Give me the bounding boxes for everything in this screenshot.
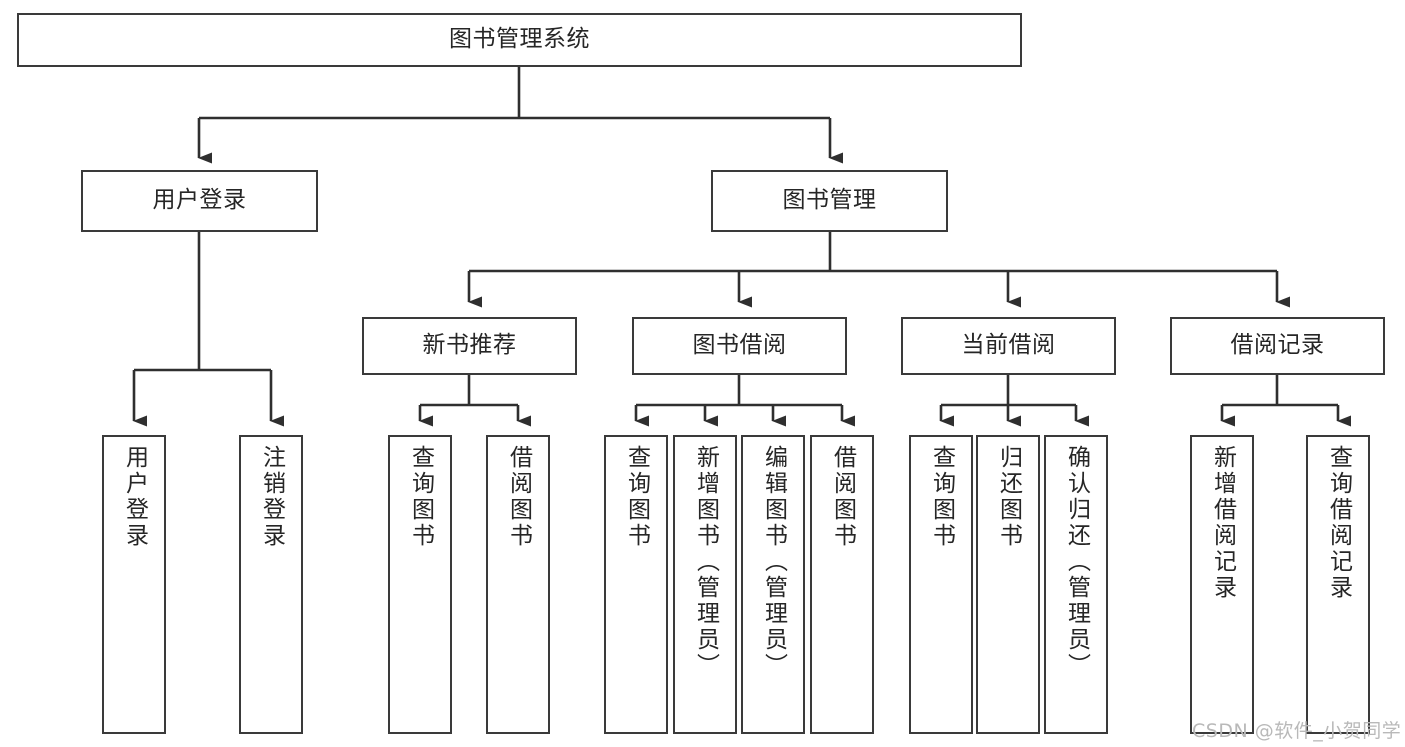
edges-new-book-to-leaves [418,375,531,427]
csdn-watermark: CSDN @软件_小贺同学 [1192,720,1402,742]
edges-borrow-record-to-leaves [1220,375,1351,427]
node-label: 归还图书 [995,445,1022,549]
node-leaf-query-book-borrow[interactable]: 查询图书 [604,435,668,734]
node-label: 查询借阅记录 [1325,445,1352,601]
node-label: 图书借阅 [692,332,787,359]
node-label: 注销登录 [258,445,285,549]
edges-user-login-to-leaves [132,232,284,427]
node-label: 新增借阅记录 [1209,445,1236,601]
node-book-manage[interactable]: 图书管理 [711,170,948,232]
node-current-borrow[interactable]: 当前借阅 [901,317,1116,375]
node-borrow-record[interactable]: 借阅记录 [1170,317,1385,375]
node-label: 新增图书（管理员） [692,445,719,679]
node-leaf-add-book-admin[interactable]: 新增图书（管理员） [673,435,737,734]
node-leaf-edit-book-admin[interactable]: 编辑图书（管理员） [741,435,805,734]
node-label: 查询图书 [928,445,955,549]
edges-root-to-level1 [197,67,843,164]
node-leaf-borrow-book[interactable]: 借阅图书 [810,435,874,734]
node-label: 借阅图书 [829,445,856,549]
node-leaf-query-borrow-record[interactable]: 查询借阅记录 [1306,435,1370,734]
node-book-borrow[interactable]: 图书借阅 [632,317,847,375]
node-leaf-user-login[interactable]: 用户登录 [102,435,166,734]
node-root-system[interactable]: 图书管理系统 [17,13,1022,67]
node-new-book-recommend[interactable]: 新书推荐 [362,317,577,375]
edges-book-borrow-to-leaves [634,375,855,427]
node-label: 编辑图书（管理员） [760,445,787,679]
node-leaf-return-book[interactable]: 归还图书 [976,435,1040,734]
node-leaf-borrow-book-recommend[interactable]: 借阅图书 [486,435,550,734]
node-leaf-add-borrow-record[interactable]: 新增借阅记录 [1190,435,1254,734]
node-label: 当前借阅 [961,332,1056,359]
node-label: 用户登录 [152,187,247,214]
node-leaf-confirm-return-admin[interactable]: 确认归还（管理员） [1044,435,1108,734]
edges-book-manage-to-level2 [467,232,1290,308]
node-user-login[interactable]: 用户登录 [81,170,318,232]
node-label: 查询图书 [407,445,434,549]
node-label: 用户登录 [121,445,148,549]
node-label: 确认归还（管理员） [1063,445,1090,679]
node-label: 查询图书 [623,445,650,549]
node-label: 新书推荐 [422,332,517,359]
node-leaf-query-book-recommend[interactable]: 查询图书 [388,435,452,734]
node-leaf-query-book-current[interactable]: 查询图书 [909,435,973,734]
node-label: 借阅图书 [505,445,532,549]
node-label: 图书管理 [782,187,877,214]
edges-current-borrow-to-leaves [939,375,1089,427]
node-label: 图书管理系统 [449,26,590,53]
node-label: 借阅记录 [1230,332,1325,359]
node-leaf-logout[interactable]: 注销登录 [239,435,303,734]
